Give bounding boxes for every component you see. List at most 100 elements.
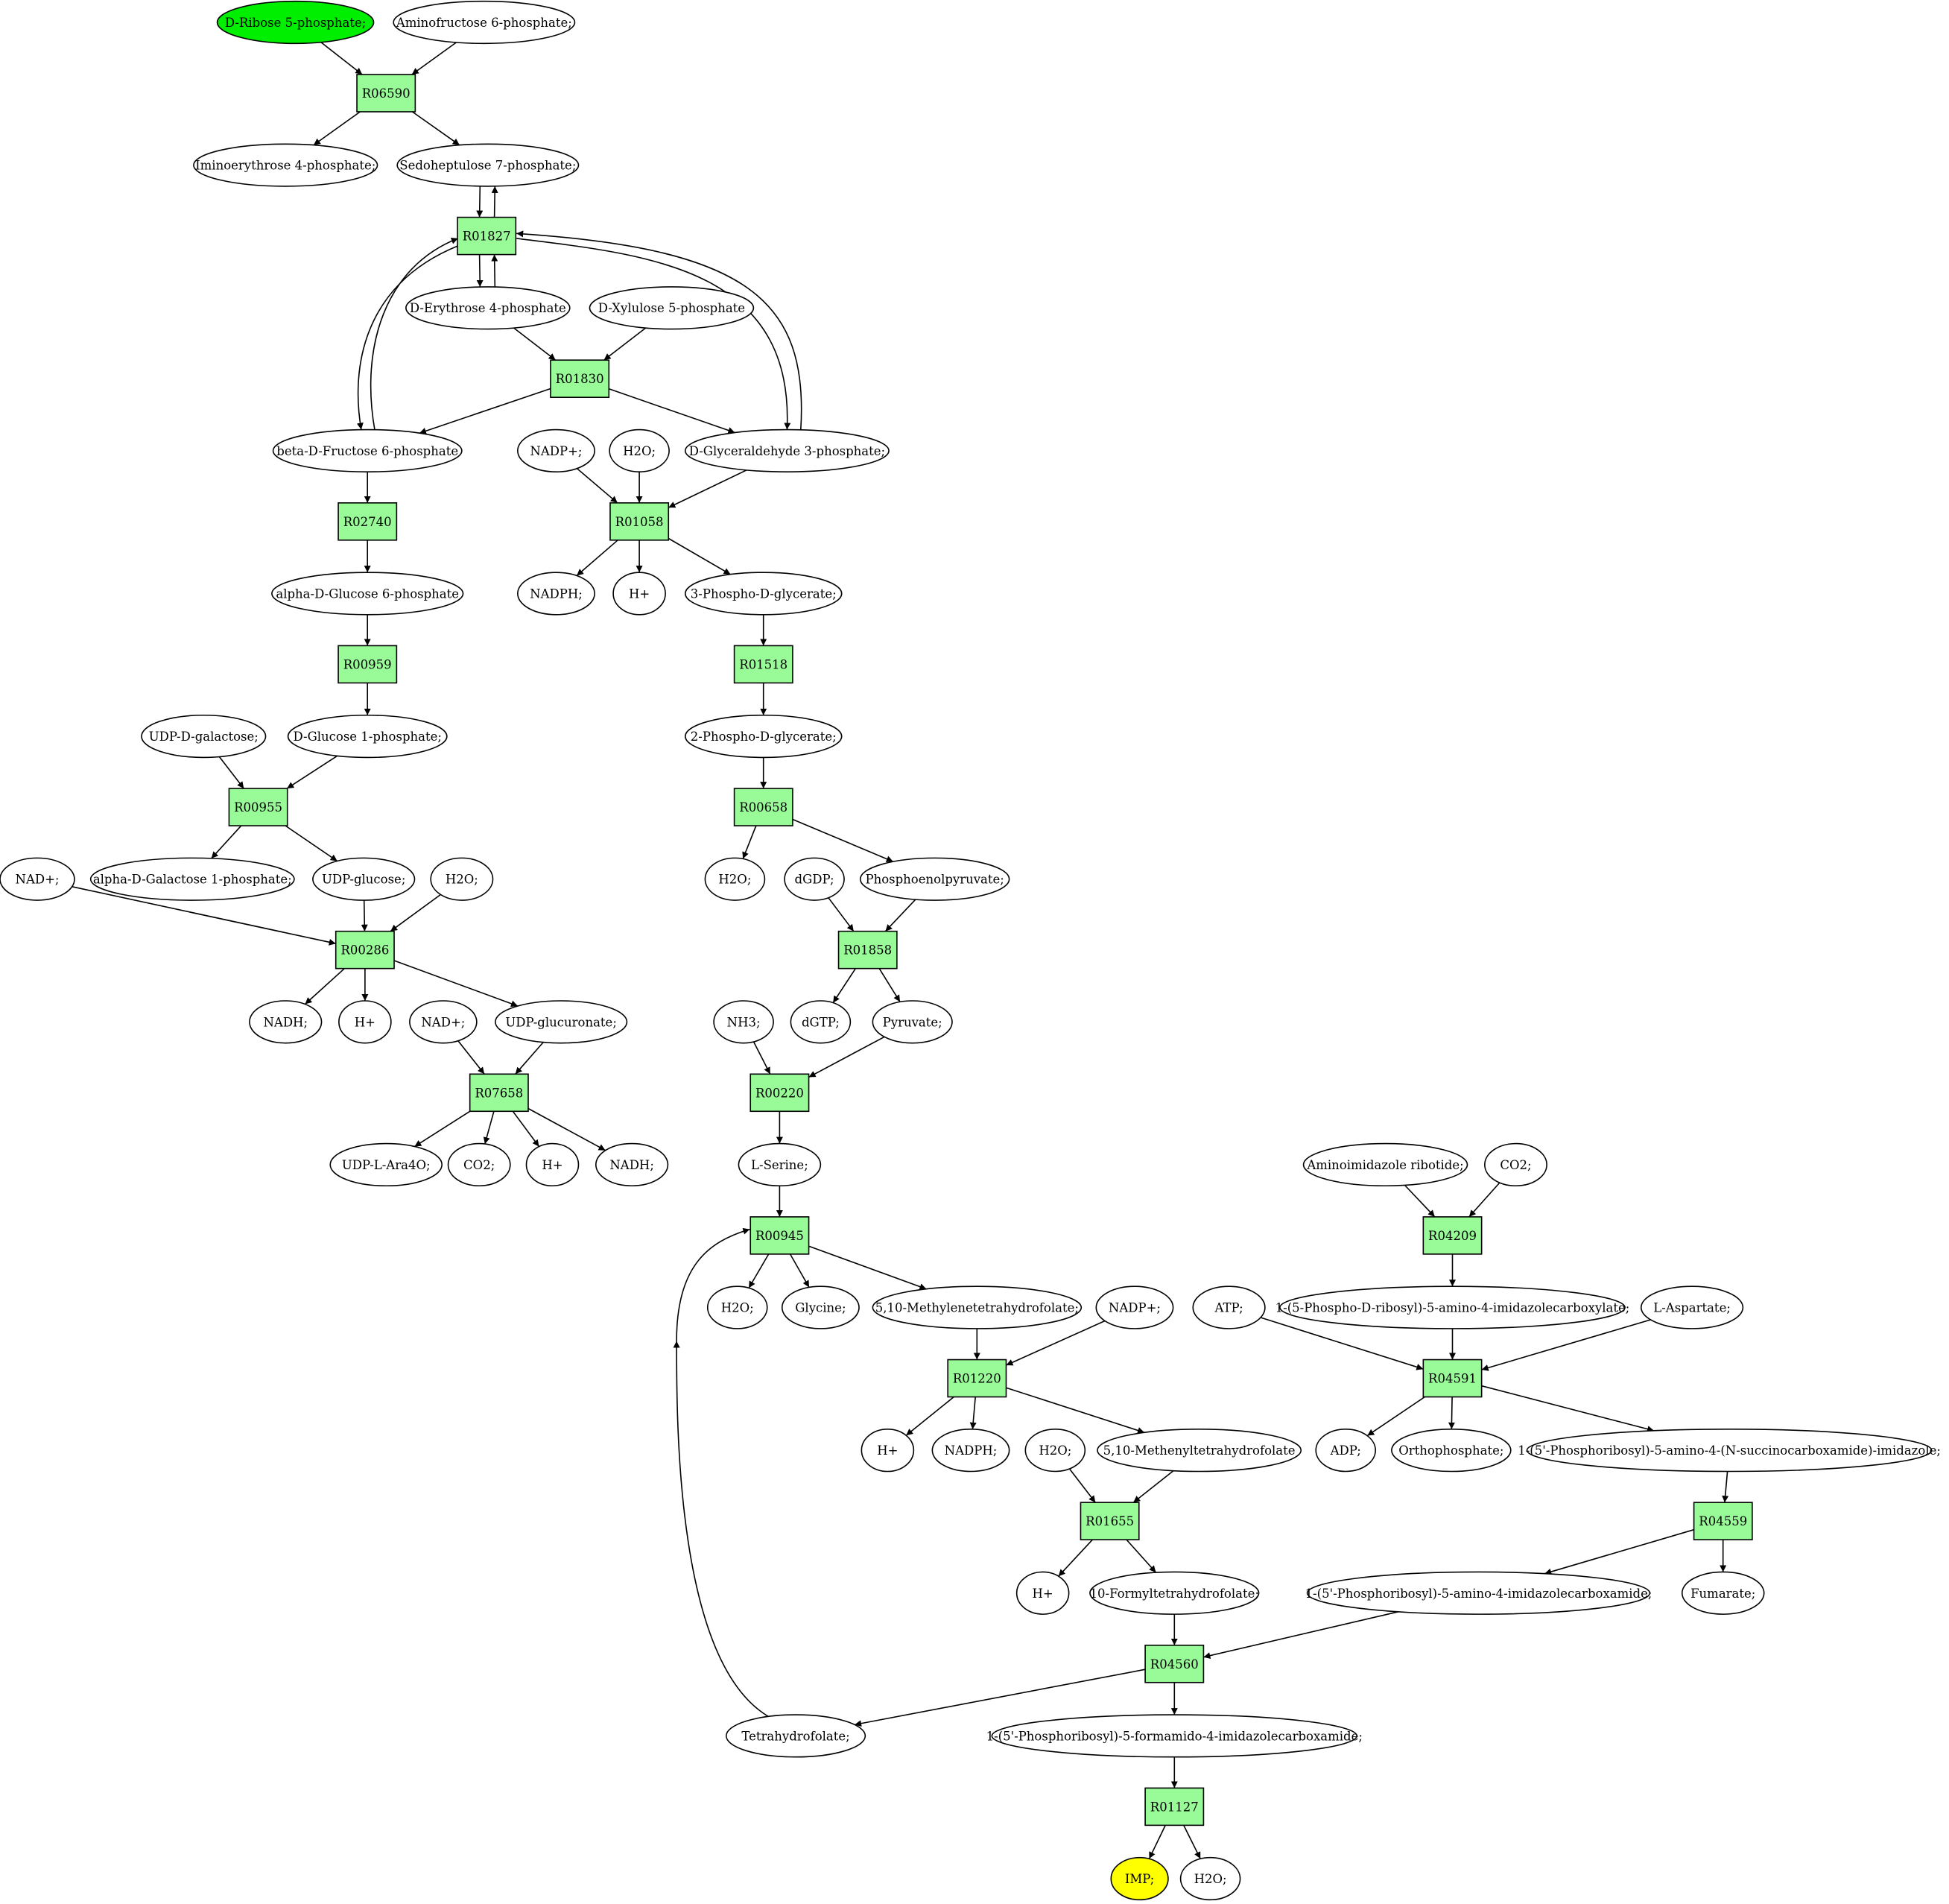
compound-ribose5p[interactable]: D-Ribose 5-phosphate;: [216, 0, 375, 45]
compound-pyruvate[interactable]: Pyruvate;: [872, 1000, 953, 1044]
compound-dgdp[interactable]: dGDP;: [784, 857, 845, 901]
compound-co2-1[interactable]: CO2;: [447, 1142, 511, 1187]
reaction-r01220[interactable]: R01220: [947, 1359, 1007, 1398]
compound-label: NAD+;: [421, 1015, 465, 1029]
reaction-r04209[interactable]: R04209: [1422, 1216, 1483, 1255]
compound-h2o-6[interactable]: H2O;: [1179, 1856, 1241, 1901]
compound-orthophosphate[interactable]: Orthophosphate;: [1391, 1429, 1512, 1473]
compound-ellipse: [312, 857, 416, 901]
compound-atp[interactable]: ATP;: [1192, 1285, 1266, 1329]
compound-hplus-1[interactable]: H+: [612, 572, 666, 616]
compound-sedoheptulose7p[interactable]: Sedoheptulose 7-phosphate;: [396, 143, 580, 187]
compound-hplus-3[interactable]: H+: [525, 1142, 580, 1187]
reaction-box: [469, 1073, 529, 1113]
reaction-r00955[interactable]: R00955: [228, 788, 288, 826]
compound-nadp-2[interactable]: NADP+;: [1095, 1285, 1174, 1329]
compound-udparabinose[interactable]: UDP-L-Ara4O;: [329, 1142, 443, 1187]
edge-udpglucuronate-to-R07658: [515, 1042, 544, 1075]
reaction-box: [1080, 1502, 1140, 1540]
reaction-r01830[interactable]: R01830: [550, 359, 610, 398]
compound-udpglucose[interactable]: UDP-glucose;: [312, 857, 416, 901]
compound-cair[interactable]: 1-(5-Phospho-D-ribosyl)-5-amino-4-imidaz…: [1275, 1285, 1630, 1329]
edge-nadp_2-to-R01220: [1006, 1320, 1106, 1366]
compound-aspartate[interactable]: L-Aspartate;: [1640, 1285, 1744, 1329]
compound-h2o-4[interactable]: H2O;: [706, 1285, 768, 1329]
compound-h2o-5[interactable]: H2O;: [1024, 1429, 1086, 1473]
reaction-r01655[interactable]: R01655: [1080, 1502, 1140, 1540]
compound-hplus-4[interactable]: H+: [861, 1429, 915, 1473]
compound-nadh-1[interactable]: NADH;: [249, 1000, 323, 1044]
compound-methenylthf[interactable]: 5,10-Methenyltetrahydrofolate: [1097, 1429, 1302, 1473]
compound-nad-2[interactable]: NAD+;: [409, 1000, 478, 1044]
reaction-r01858[interactable]: R01858: [837, 930, 898, 970]
compound-h2o-2[interactable]: H2O;: [430, 857, 494, 901]
edge-atp-to-R04591: [1260, 1317, 1424, 1370]
compound-hplus-2[interactable]: H+: [338, 1000, 392, 1044]
compound-thf[interactable]: Tetrahydrofolate;: [725, 1714, 866, 1758]
edge-R00945-to-methylenethf: [808, 1245, 927, 1290]
compound-aicar[interactable]: 1-(5'-Phosphoribosyl)-5-amino-4-imidazol…: [1305, 1571, 1652, 1615]
compound-pep[interactable]: Phosphoenolpyruvate;: [859, 857, 1010, 901]
compound-gap[interactable]: D-Glyceraldehyde 3-phosphate;: [684, 428, 890, 472]
compound-imp[interactable]: IMP;: [1110, 1856, 1169, 1901]
compound-fructose6p[interactable]: beta-D-Fructose 6-phosphate: [272, 428, 463, 472]
compound-serine[interactable]: L-Serine;: [738, 1142, 822, 1187]
compound-galactose1p[interactable]: alpha-D-Galactose 1-phosphate;: [89, 857, 295, 901]
edge-R04591-to-orthophosphate: [1448, 1397, 1455, 1429]
compound-nadph-2[interactable]: NADPH;: [931, 1429, 1010, 1473]
edge-R01827-to-fructose6p: [356, 245, 459, 430]
reaction-r00220[interactable]: R00220: [750, 1073, 810, 1113]
compound-iminoerythrose4p[interactable]: Iminoerythrose 4-phosphate;: [193, 143, 378, 187]
compound-udpglucuronate[interactable]: UDP-glucuronate;: [495, 1000, 628, 1044]
compound-pg2[interactable]: 2-Phospho-D-glycerate;: [684, 714, 843, 759]
compound-nh3[interactable]: NH3;: [713, 1000, 774, 1044]
compound-nad-1[interactable]: NAD+;: [0, 857, 75, 901]
compound-xylulose5p[interactable]: D-Xylulose 5-phosphate: [589, 286, 755, 330]
compound-dgtp[interactable]: dGTP;: [790, 1000, 852, 1044]
reaction-r06590[interactable]: R06590: [356, 74, 416, 113]
compound-saicar[interactable]: 1-(5'-Phosphoribosyl)-5-amino-4-(N-succi…: [1518, 1429, 1941, 1473]
reaction-edges: [72, 42, 1729, 1859]
reaction-r07658[interactable]: R07658: [469, 1073, 529, 1113]
reaction-r01827[interactable]: R01827: [457, 216, 517, 256]
compound-nadh-2[interactable]: NADH;: [595, 1142, 669, 1187]
compound-fumarate[interactable]: Fumarate;: [1681, 1571, 1765, 1615]
reaction-label: R01518: [739, 657, 787, 671]
reaction-r01518[interactable]: R01518: [733, 645, 793, 684]
compound-h2o-3[interactable]: H2O;: [704, 857, 766, 901]
compound-udpgal[interactable]: UDP-D-galactose;: [141, 714, 267, 759]
compound-hplus-5[interactable]: H+: [1015, 1571, 1070, 1615]
reaction-r00945[interactable]: R00945: [750, 1216, 810, 1255]
compound-methylenethf[interactable]: 5,10-Methylenetetrahydrofolate;: [872, 1285, 1083, 1329]
reaction-r04591[interactable]: R04591: [1422, 1359, 1483, 1398]
compound-pg3[interactable]: 3-Phospho-D-glycerate;: [684, 572, 843, 616]
compound-ellipse: [409, 1000, 478, 1044]
compound-nadp-1[interactable]: NADP+;: [517, 428, 595, 472]
reaction-r00658[interactable]: R00658: [733, 788, 793, 826]
compound-co2-2[interactable]: CO2;: [1484, 1142, 1547, 1187]
reaction-r04559[interactable]: R04559: [1693, 1502, 1753, 1540]
edge-R00286-to-nadh_1: [304, 968, 345, 1005]
compound-glucose1p[interactable]: D-Glucose 1-phosphate;: [287, 714, 448, 759]
compound-h2o-1[interactable]: H2O;: [609, 428, 670, 472]
compound-formylthf[interactable]: 10-Formyltetrahydrofolate;: [1089, 1571, 1260, 1615]
compound-aminofructose6p[interactable]: Aminofructose 6-phosphate;: [393, 0, 576, 45]
reaction-r00959[interactable]: R00959: [337, 645, 398, 684]
compound-air[interactable]: Aminoimidazole ribotide;: [1302, 1142, 1468, 1187]
compound-faicar[interactable]: 1-(5'-Phosphoribosyl)-5-formamido-4-imid…: [986, 1714, 1363, 1758]
compound-glucose6p[interactable]: alpha-D-Glucose 6-phosphate: [271, 572, 464, 616]
reaction-r00286[interactable]: R00286: [335, 930, 395, 970]
reaction-label: R00658: [739, 800, 787, 815]
compound-nadph-1[interactable]: NADPH;: [517, 572, 595, 616]
reaction-r02740[interactable]: R02740: [337, 502, 398, 541]
compound-erythrose4p[interactable]: D-Erythrose 4-phosphate: [405, 286, 571, 330]
reaction-r04560[interactable]: R04560: [1144, 1644, 1205, 1683]
edge-air-to-R04209: [1404, 1184, 1436, 1218]
reaction-r01058[interactable]: R01058: [609, 502, 670, 541]
compound-adp[interactable]: ADP;: [1315, 1429, 1376, 1473]
edge-xylulose5p-to-R01830: [603, 327, 647, 361]
compound-glycine[interactable]: Glycine;: [781, 1285, 860, 1329]
reaction-box: [750, 1073, 810, 1113]
reaction-r01127[interactable]: R01127: [1144, 1787, 1205, 1826]
reaction-box: [750, 1216, 810, 1255]
